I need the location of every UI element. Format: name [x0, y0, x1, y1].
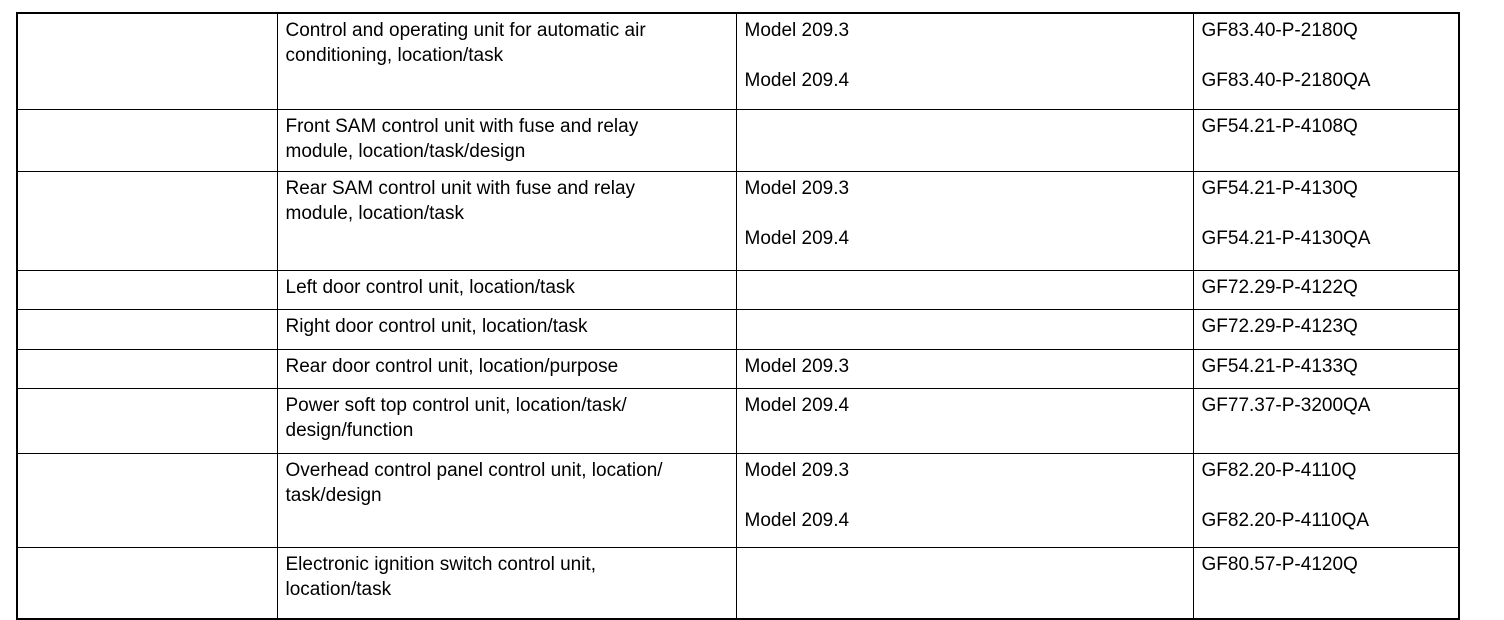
table-row: Rear SAM control unit with fuse and rela… — [16, 171, 1460, 271]
model-line: Model 209.4 — [744, 510, 850, 531]
cell-model — [735, 109, 1194, 172]
cell-description: Left door control unit, location/task — [276, 270, 737, 310]
cell-description: Rear door control unit, location/purpose — [276, 349, 737, 389]
cell-code: GF54.21-P-4133Q — [1192, 349, 1460, 389]
cell-description: Right door control unit, location/task — [276, 309, 737, 350]
description-line: conditioning, location/task — [285, 45, 504, 66]
cell-code: GF82.20-P-4110Q GF82.20-P-4110QA — [1192, 453, 1460, 548]
cell-description: Front SAM control unit with fuse and rel… — [276, 109, 737, 172]
table-row: Control and operating unit for automatic… — [16, 12, 1460, 110]
document-page: Control and operating unit for automatic… — [16, 12, 1460, 620]
document-code: GF82.20-P-4110QA — [1201, 510, 1370, 531]
model-line: Model 209.3 — [744, 356, 850, 377]
model-line: Model 209.4 — [744, 395, 850, 416]
table-row: Electronic ignition switch control unit,… — [16, 547, 1460, 620]
document-code: GF72.29-P-4123Q — [1201, 316, 1358, 337]
model-line: Model 209.4 — [744, 70, 850, 91]
document-code: GF72.29-P-4122Q — [1201, 277, 1358, 298]
cell-code: GF72.29-P-4123Q — [1192, 309, 1460, 350]
cell-model: Model 209.4 — [735, 388, 1194, 454]
document-code: GF82.20-P-4110Q — [1201, 460, 1357, 481]
cell-index — [16, 12, 278, 110]
cell-code: GF54.21-P-4108Q — [1192, 109, 1460, 172]
description-line: Rear SAM control unit with fuse and rela… — [285, 178, 636, 199]
document-code: GF54.21-P-4133Q — [1201, 356, 1358, 377]
document-code: GF54.21-P-4108Q — [1201, 116, 1358, 137]
table-row: Rear door control unit, location/purpose… — [16, 349, 1460, 389]
table-row: Power soft top control unit, location/ta… — [16, 388, 1460, 454]
document-code: GF77.37-P-3200QA — [1201, 395, 1371, 416]
description-line: task/design — [285, 485, 382, 506]
control-unit-reference-table: Control and operating unit for automatic… — [16, 12, 1460, 620]
description-line: Overhead control panel control unit, loc… — [285, 460, 663, 481]
document-code: GF80.57-P-4120Q — [1201, 554, 1358, 575]
cell-code: GF83.40-P-2180Q GF83.40-P-2180QA — [1192, 12, 1460, 110]
cell-model: Model 209.3 Model 209.4 — [735, 171, 1194, 271]
cell-description: Overhead control panel control unit, loc… — [276, 453, 737, 548]
document-code: GF54.21-P-4130Q — [1201, 178, 1358, 199]
cell-description: Power soft top control unit, location/ta… — [276, 388, 737, 454]
cell-code: GF80.57-P-4120Q — [1192, 547, 1460, 620]
table-row: Left door control unit, location/task GF… — [16, 270, 1460, 310]
description-line: Left door control unit, location/task — [285, 277, 575, 298]
cell-index — [16, 270, 278, 310]
description-line: Right door control unit, location/task — [285, 316, 588, 337]
description-line: module, location/task — [285, 203, 465, 224]
description-line: location/task — [285, 579, 392, 600]
model-line: Model 209.3 — [744, 460, 850, 481]
document-code: GF83.40-P-2180Q — [1201, 20, 1358, 41]
table-row: Overhead control panel control unit, loc… — [16, 453, 1460, 548]
cell-index — [16, 349, 278, 389]
description-line: module, location/task/design — [285, 141, 526, 162]
cell-index — [16, 547, 278, 620]
document-code: GF83.40-P-2180QA — [1201, 70, 1371, 91]
cell-model — [735, 309, 1194, 350]
model-line: Model 209.3 — [744, 178, 850, 199]
table-body: Control and operating unit for automatic… — [16, 12, 1460, 620]
description-line: Power soft top control unit, location/ta… — [285, 395, 627, 416]
description-line: design/function — [285, 420, 414, 441]
cell-index — [16, 171, 278, 271]
cell-index — [16, 109, 278, 172]
cell-description: Electronic ignition switch control unit,… — [276, 547, 737, 620]
cell-index — [16, 309, 278, 350]
cell-model — [735, 547, 1194, 620]
cell-model — [735, 270, 1194, 310]
description-line: Electronic ignition switch control unit, — [285, 554, 596, 575]
description-line: Rear door control unit, location/purpose — [285, 356, 619, 377]
description-line: Control and operating unit for automatic… — [285, 20, 646, 41]
cell-model: Model 209.3 — [735, 349, 1194, 389]
cell-description: Rear SAM control unit with fuse and rela… — [276, 171, 737, 271]
cell-code: GF54.21-P-4130Q GF54.21-P-4130QA — [1192, 171, 1460, 271]
model-line: Model 209.3 — [744, 20, 850, 41]
document-code: GF54.21-P-4130QA — [1201, 228, 1371, 249]
cell-code: GF72.29-P-4122Q — [1192, 270, 1460, 310]
cell-description: Control and operating unit for automatic… — [276, 12, 737, 110]
cell-index — [16, 453, 278, 548]
cell-index — [16, 388, 278, 454]
cell-code: GF77.37-P-3200QA — [1192, 388, 1460, 454]
model-line: Model 209.4 — [744, 228, 850, 249]
cell-model: Model 209.3 Model 209.4 — [735, 12, 1194, 110]
table-row: Right door control unit, location/task G… — [16, 309, 1460, 350]
cell-model: Model 209.3 Model 209.4 — [735, 453, 1194, 548]
description-line: Front SAM control unit with fuse and rel… — [285, 116, 639, 137]
table-row: Front SAM control unit with fuse and rel… — [16, 109, 1460, 172]
